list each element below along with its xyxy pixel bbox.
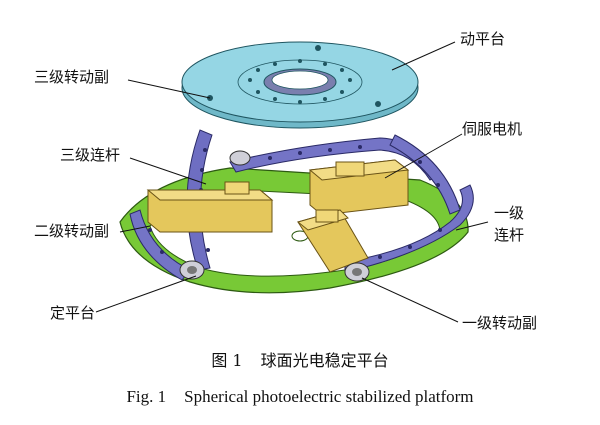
servo-motor-right: [308, 159, 410, 216]
third-joint: [229, 150, 251, 166]
moving-platform: [181, 41, 419, 129]
caption-cn-number: 图 1: [211, 351, 243, 370]
servo-motor-front: [296, 209, 369, 273]
label-second-joint: 二级转动副: [34, 222, 110, 240]
label-first-link-line1: 一级: [494, 204, 525, 222]
caption-cn-title: 球面光电稳定平台: [260, 351, 389, 370]
label-third-joint: 三级转动副: [34, 68, 110, 86]
label-first-link-line2: 连杆: [494, 226, 525, 244]
leader-lines: [95, 41, 489, 323]
caption-en-title: Spherical photoelectric stabilized platf…: [184, 387, 474, 406]
label-first-joint: 一级转动副: [462, 314, 538, 332]
caption-en-number: Fig. 1: [126, 387, 167, 406]
label-moving-platform: 动平台: [460, 30, 506, 48]
servo-motor-left: [146, 181, 274, 233]
first-joint: [344, 262, 370, 282]
label-fixed-platform: 定平台: [50, 304, 96, 322]
label-third-link: 三级连杆: [60, 146, 121, 164]
caption-english: Fig. 1 Spherical photoelectric stabilized…: [0, 387, 600, 407]
label-servo-motor: 伺服电机: [462, 120, 523, 138]
second-joint: [179, 260, 205, 280]
caption-chinese: 图 1 球面光电稳定平台: [0, 347, 600, 371]
